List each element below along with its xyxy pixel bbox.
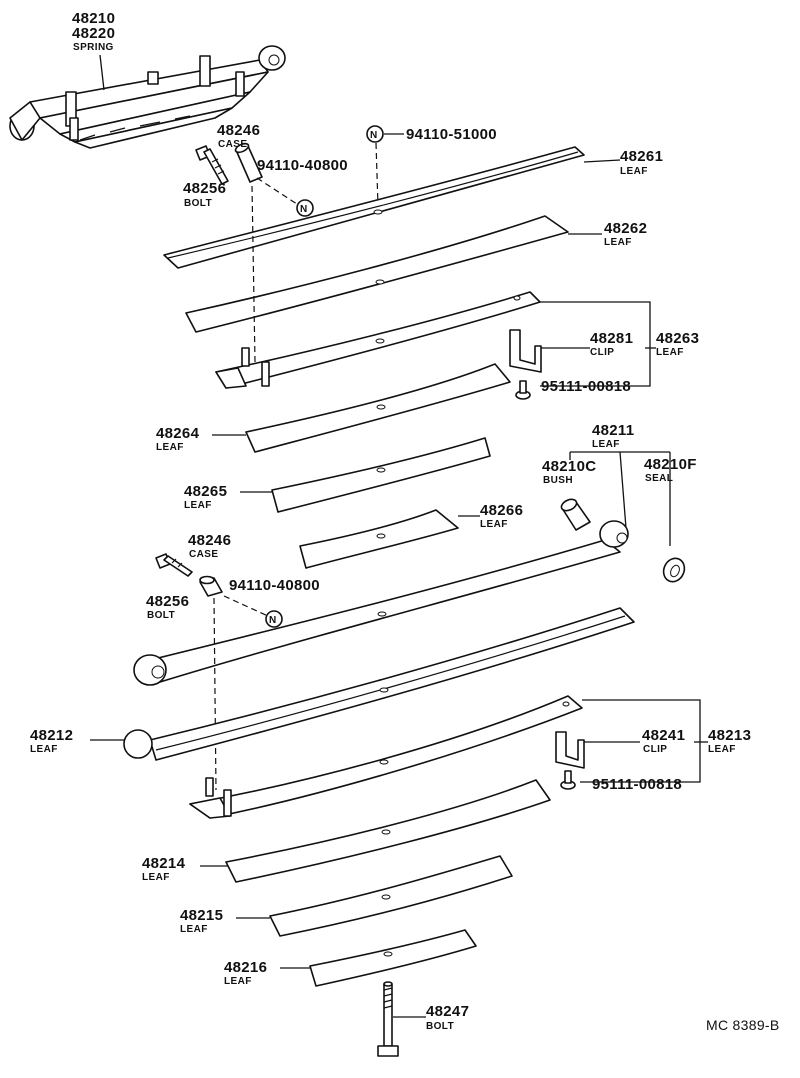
leaf-48266-illustration [299,509,459,569]
leaf-48211-name: LEAF [592,439,620,450]
seal-illustration [662,557,686,583]
leaf-48215-number: 48215 [180,907,223,924]
case-48246-top-illustration [234,142,263,183]
leaf-48216-illustration [309,929,477,987]
nut-top-number: 94110-40800 [257,157,348,174]
leaf-48212-illustration [123,607,635,761]
bolt-48256-bottom-illustration [155,553,193,577]
case-bottom-name: CASE [189,549,218,560]
nut-bottom-number: 94110-40800 [229,577,320,594]
clip-48281-illustration [509,329,542,373]
center-bolt-number: 48247 [426,1003,469,1020]
clip-48241-illustration [555,731,585,769]
leaf-48263-number: 48263 [656,330,699,347]
bolt-top-number: 48256 [183,180,226,197]
bolt-95111-bottom-number: 95111-00818 [592,776,682,793]
spring-assembly-name: SPRING [73,42,114,53]
leaf-48214-number: 48214 [142,855,186,872]
spring-assembly-number-1: 48210 [72,10,115,27]
leaf-48216-name: LEAF [224,976,252,987]
clip-48241-name: CLIP [643,744,667,755]
leaf-48261-illustration [163,146,585,269]
bolt-95111-top-illustration [515,380,531,400]
bolt-95111-top-number: 95111-00818 [541,378,631,395]
center-bolt-name: BOLT [426,1021,454,1032]
leaf-48265-name: LEAF [184,500,212,511]
leaf-48213-number: 48213 [708,727,751,744]
leaf-48266-name: LEAF [480,519,508,530]
spring-assembly-illustration [9,45,286,149]
leaf-48211-number: 48211 [592,422,634,439]
leaf-48264-name: LEAF [156,442,184,453]
leaf-48211-illustration [133,520,629,686]
clip-48281-number: 48281 [590,330,633,347]
leaf-48264-number: 48264 [156,425,200,442]
seal-name: SEAL [645,473,673,484]
nut-center-icon [366,125,384,143]
spring-assembly-number-2: 48220 [72,25,115,42]
leaf-48212-number: 48212 [30,727,73,744]
leaf-48261-number: 48261 [620,148,663,165]
clip-48281-name: CLIP [590,347,614,358]
leaf-48212-name: LEAF [30,744,58,755]
leaf-48265-illustration [271,437,491,513]
bolt-bottom-number: 48256 [146,593,189,610]
case-bottom-number: 48246 [188,532,231,549]
leaf-48266-number: 48266 [480,502,523,519]
bolt-top-name: BOLT [184,198,212,209]
leaf-48264-illustration [245,363,511,453]
bush-illustration [560,498,591,531]
bush-number: 48210C [542,458,596,475]
case-48246-bottom-illustration [199,575,223,597]
nut-center-number: 94110-51000 [406,126,497,143]
nut-bottom-symbol: N [269,615,277,626]
center-bolt-48247-illustration [377,981,399,1057]
nut-center-symbol: N [370,130,378,141]
nut-top-symbol: N [300,204,308,215]
bolt-48256-top-illustration [195,145,229,185]
leaf-48262-illustration [185,215,569,333]
leaf-48214-name: LEAF [142,872,170,883]
leaf-48213-illustration [189,695,583,819]
leaf-48214-illustration [225,779,551,883]
leaf-48262-name: LEAF [604,237,632,248]
leaf-48263-name: LEAF [656,347,684,358]
nut-bottom-icon [265,610,283,628]
bolt-bottom-name: BOLT [147,610,175,621]
clip-48241-number: 48241 [642,727,685,744]
nut-top-icon [296,199,314,217]
leaf-48215-illustration [269,855,513,937]
case-top-number: 48246 [217,122,260,139]
leaf-48216-number: 48216 [224,959,267,976]
diagram-code: MC 8389-B [706,1017,780,1033]
seal-number: 48210F [644,456,697,473]
leaf-48265-number: 48265 [184,483,227,500]
leaf-48261-name: LEAF [620,166,648,177]
bolt-95111-bottom-illustration [560,770,576,790]
leaf-48215-name: LEAF [180,924,208,935]
bush-name: BUSH [543,475,573,486]
leaf-48213-name: LEAF [708,744,736,755]
case-top-name: CASE [218,139,247,150]
leaf-48262-number: 48262 [604,220,647,237]
